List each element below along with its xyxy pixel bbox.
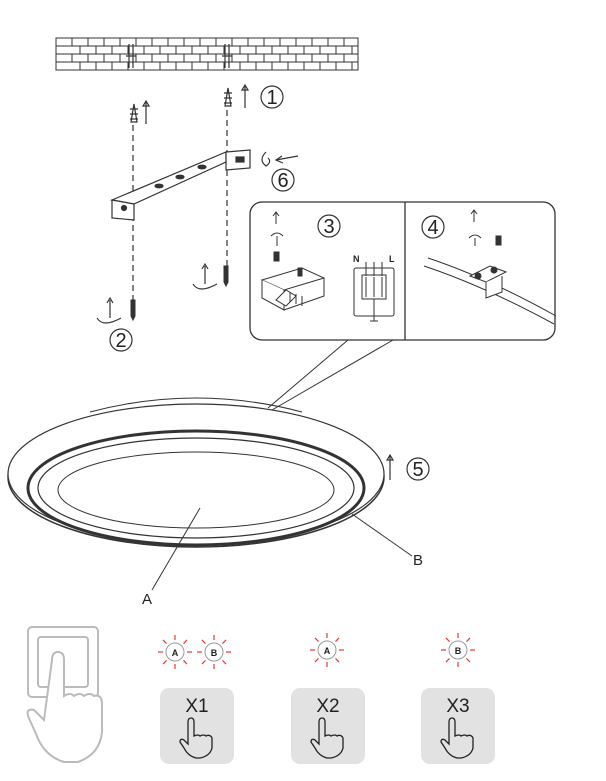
led-b-label-1: B — [211, 648, 218, 658]
rotate-arrow-right — [192, 262, 218, 290]
press-x2-button[interactable] — [291, 688, 365, 764]
ceiling-brick-wall — [55, 37, 359, 71]
finger-icon — [179, 717, 213, 759]
part-b-label: B — [413, 552, 423, 569]
press-x1-button[interactable] — [160, 688, 234, 764]
led-a-indicator-2: A — [310, 633, 344, 667]
led-a-label-2: A — [324, 646, 331, 656]
led-b-indicator-1: B — [197, 635, 231, 669]
hand-icon — [26, 650, 103, 763]
rotate-arrow-left — [96, 296, 122, 324]
drill-guide-lines — [132, 110, 228, 300]
drill-anchor-left — [130, 99, 151, 124]
led-b-indicator-3: B — [441, 633, 475, 667]
screw-left — [130, 299, 136, 322]
ceiling-anchors — [126, 44, 232, 68]
led-b-label-3: B — [455, 646, 462, 656]
step-3-marker: 3 — [317, 214, 341, 238]
finger-icon — [310, 717, 344, 759]
press-x1-label: X1 — [185, 696, 208, 717]
step-2-number: 2 — [115, 330, 126, 352]
drill-anchor-right — [224, 83, 250, 108]
control-group-x1: A B X1 — [158, 635, 234, 764]
step-5-number: 5 — [412, 459, 423, 481]
step-1-number: 1 — [266, 87, 277, 109]
step-5-marker: 5 — [406, 457, 430, 481]
step-6-marker: 6 — [271, 168, 295, 192]
panel-leader-lines — [267, 339, 394, 411]
step-1-marker: 1 — [260, 85, 284, 109]
press-x3-button[interactable] — [421, 688, 495, 764]
led-a-indicator-1: A — [158, 635, 192, 669]
step-4-number: 4 — [427, 217, 438, 239]
press-x3-label: X3 — [446, 696, 469, 717]
ceiling-lamp — [7, 397, 385, 548]
finger-icon — [440, 717, 474, 759]
step-4-clamp — [423, 209, 557, 325]
part-a-label: A — [142, 591, 152, 608]
screw-arrow-6 — [261, 151, 299, 167]
lamp-arrow-5 — [385, 453, 395, 480]
wire-n-label: N — [353, 254, 360, 264]
control-group-x2: A X2 — [291, 633, 365, 764]
led-a-label-1: A — [172, 648, 179, 658]
step-3-wiring — [260, 211, 395, 322]
part-leaders — [151, 507, 413, 591]
step-3-number: 3 — [323, 216, 334, 238]
step-4-marker: 4 — [421, 215, 445, 239]
screw-right — [223, 265, 229, 288]
control-group-x3: B X3 — [421, 633, 495, 764]
wire-l-label: L — [389, 254, 395, 264]
press-x2-label: X2 — [316, 696, 339, 717]
step-6-number: 6 — [277, 170, 288, 192]
step-2-marker: 2 — [109, 328, 133, 352]
mounting-bracket — [109, 149, 251, 221]
